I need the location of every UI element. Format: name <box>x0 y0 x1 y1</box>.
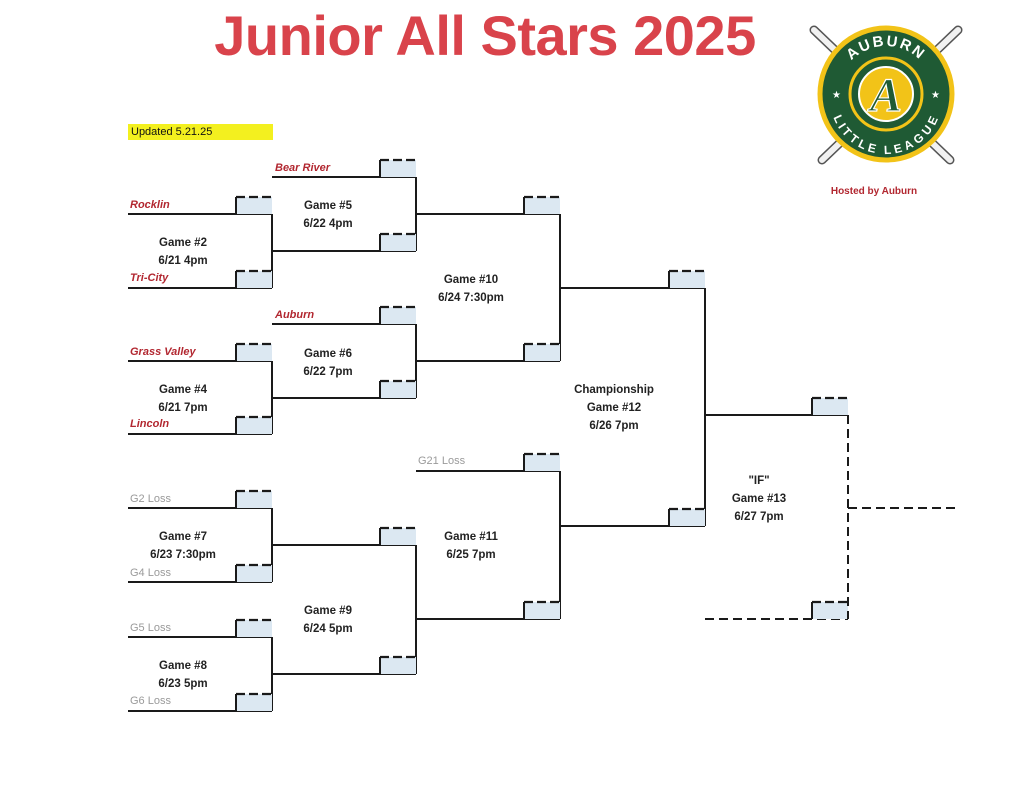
hosted-by-note: Hosted by Auburn <box>830 186 918 197</box>
score-box <box>380 381 416 398</box>
updated-note: Updated 5.21.25 <box>128 124 273 140</box>
logo-letter: A <box>867 69 902 122</box>
star-icon: ★ <box>832 90 841 101</box>
auburn-little-league-logo: A AUBURN LITTLE LEAGUE ★ ★ <box>809 25 963 165</box>
slot-g21-loss: G21 Loss <box>418 455 466 467</box>
score-box <box>524 454 560 471</box>
score-box <box>524 602 560 619</box>
score-box <box>236 620 272 637</box>
slot-g2-loss: G2 Loss <box>130 493 171 505</box>
star-icon: ★ <box>931 90 940 101</box>
slot-g4-loss: G4 Loss <box>130 567 171 579</box>
score-box <box>380 160 416 177</box>
team-lincoln: Lincoln <box>130 418 170 430</box>
score-box <box>236 344 272 361</box>
score-box <box>524 344 560 361</box>
slot-g5-loss: G5 Loss <box>130 622 171 634</box>
score-box <box>236 271 272 288</box>
score-box <box>812 398 848 415</box>
slot-g6-loss: G6 Loss <box>130 695 171 707</box>
score-box <box>524 197 560 214</box>
score-box <box>236 694 272 711</box>
score-box <box>236 491 272 508</box>
team-rocklin: Rocklin <box>130 199 170 211</box>
team-auburn: Auburn <box>275 309 315 321</box>
team-bear-river: Bear River <box>275 162 331 174</box>
score-box <box>380 307 416 324</box>
page-title: Junior All Stars 2025 <box>214 4 756 67</box>
score-box <box>380 657 416 674</box>
score-box <box>236 417 272 434</box>
score-box <box>380 234 416 251</box>
score-box <box>236 197 272 214</box>
score-box <box>380 528 416 545</box>
score-box <box>669 509 705 526</box>
score-box <box>669 271 705 288</box>
score-box <box>812 602 848 619</box>
team-tri-city: Tri-City <box>130 272 169 284</box>
team-grass-valley: Grass Valley <box>130 346 196 358</box>
score-box <box>236 565 272 582</box>
